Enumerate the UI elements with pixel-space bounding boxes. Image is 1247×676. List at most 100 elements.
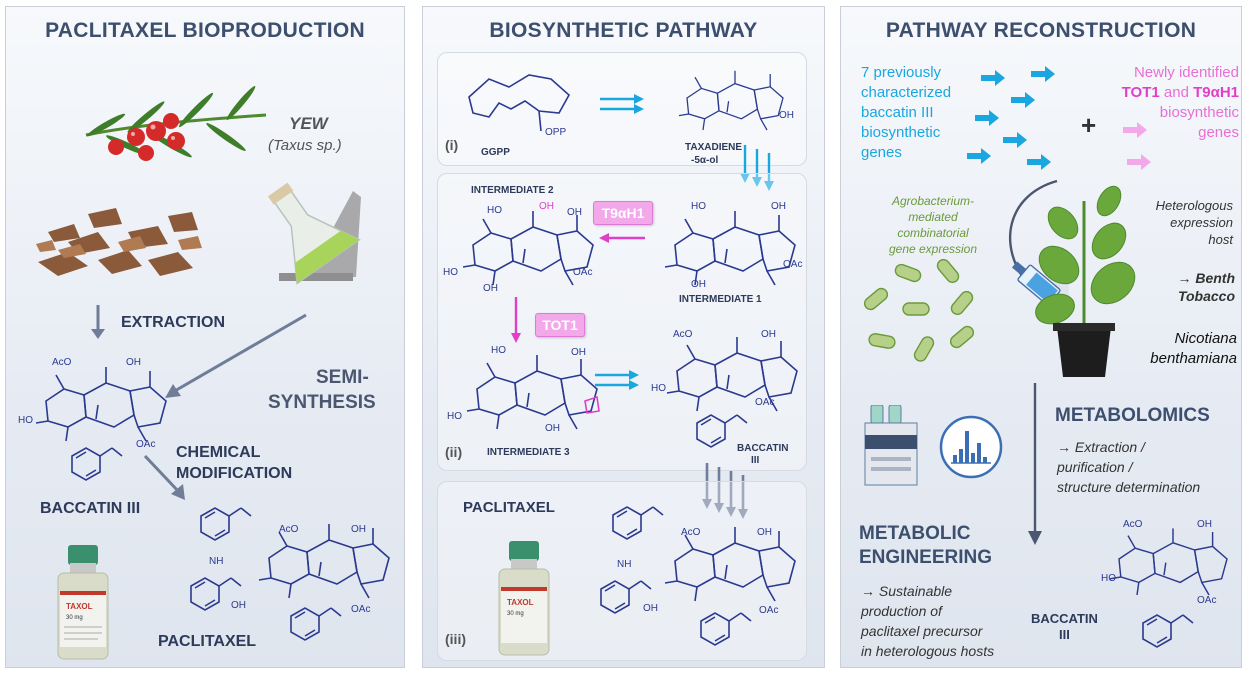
- sustain-line: production of: [861, 603, 942, 619]
- step-ii-arrows: [593, 369, 641, 392]
- lcms-instrument-icon: [864, 405, 918, 486]
- baccatin-label-ii-2: III: [751, 455, 760, 466]
- panel-title: BIOSYNTHETIC PATHWAY: [489, 19, 758, 42]
- vial-dose-text: 30 mg: [66, 615, 83, 621]
- svg-text:OAc: OAc: [755, 397, 774, 408]
- metab-step-line: purification /: [1057, 459, 1133, 475]
- plus-sign: +: [1081, 110, 1097, 140]
- semi-label-2: SYNTHESIS: [268, 392, 376, 413]
- engineering-label-2: ENGINEERING: [859, 547, 993, 568]
- new-genes-text: Newly identified TOT1 and T9αH1 biosynth…: [1103, 63, 1239, 143]
- known-genes-line: 7 previously: [861, 64, 942, 81]
- vial-brand-text: TAXOL: [66, 602, 93, 611]
- host-line: expression: [1170, 215, 1233, 230]
- chem-label-1: CHEMICAL: [176, 444, 261, 461]
- paclitaxel-molecule: NH OH AcO OH OAc: [190, 507, 390, 641]
- taxadiene-label-1: TAXADIENE: [685, 142, 743, 153]
- step-iii-label: (iii): [445, 631, 466, 647]
- svg-text:OH: OH: [567, 207, 582, 218]
- host-line: host: [1208, 232, 1233, 247]
- panel-reconstruction: PATHWAY RECONSTRUCTION 7 previously char…: [840, 6, 1242, 668]
- taxol-vial-image-iii: TAXOL 30 mg: [498, 541, 550, 656]
- vial-dose-text: 30 mg: [507, 611, 524, 617]
- step-i-label: (i): [445, 137, 459, 153]
- yew-label: YEW: [289, 114, 328, 133]
- modification-arrow: [143, 454, 185, 500]
- svg-text:OH: OH: [231, 600, 246, 611]
- svg-text:AcO: AcO: [681, 527, 701, 538]
- svg-text:NH: NH: [617, 559, 631, 570]
- opp-label: OPP: [545, 127, 566, 137]
- svg-text:OAc: OAc: [573, 267, 592, 278]
- baccatin-molecule: AcO OH HO OAc: [18, 357, 167, 481]
- baccatin-molecule-ii: AcO OH HO OAc: [651, 329, 798, 448]
- svg-text:OAc: OAc: [136, 439, 155, 450]
- intermediate-3-label: INTERMEDIATE 3: [487, 447, 570, 458]
- step-i-to-ii-arrows: [740, 145, 774, 191]
- t9ah1-gene: T9αH1: [1193, 84, 1239, 101]
- taxadiene-molecule: OH: [678, 70, 794, 131]
- svg-text:AcO: AcO: [673, 329, 693, 340]
- extraction-label: EXTRACTION: [121, 314, 225, 331]
- svg-text:AcO: AcO: [1123, 519, 1143, 530]
- and-text: and: [1159, 84, 1194, 101]
- t9ah1-arrow: [599, 233, 645, 243]
- metabolomics-label: METABOLOMICS: [1055, 405, 1210, 426]
- svg-text:OH: OH: [483, 283, 498, 294]
- svg-text:HO: HO: [487, 205, 502, 216]
- svg-text:HO: HO: [491, 345, 506, 356]
- semisynthesis-arrow: [165, 313, 307, 398]
- nicotiana-text: Nicotiana benthamiana: [1137, 329, 1237, 369]
- intermediate-1-molecule: HO OH OAc OH: [664, 201, 802, 290]
- metabolomics-steps-text: → Extraction / purification / structure …: [1057, 437, 1200, 497]
- svg-text:OH: OH: [545, 423, 560, 434]
- svg-text:HO: HO: [691, 201, 706, 212]
- svg-text:OH: OH: [126, 357, 141, 368]
- benth-line: → Benth: [1177, 270, 1235, 286]
- nico-line: benthamiana: [1150, 350, 1237, 367]
- yew-branch-image: [85, 86, 267, 161]
- taxol-vial-image: TAXOL 30 mg: [57, 545, 109, 660]
- svg-text:OAc: OAc: [1197, 595, 1216, 606]
- host-line: Heterologous: [1155, 198, 1233, 213]
- new-genes-line: biosynthetic: [1159, 104, 1239, 121]
- known-genes-line: baccatin III: [861, 104, 934, 121]
- agro-line: combinatorial: [897, 226, 969, 240]
- svg-text:OH: OH: [539, 201, 554, 212]
- svg-text:HO: HO: [447, 411, 462, 422]
- tot1-gene: TOT1: [1121, 84, 1160, 101]
- svg-text:HO: HO: [651, 383, 666, 394]
- benth-text: → Benth Tobacco: [1137, 269, 1235, 305]
- nico-line: Nicotiana: [1174, 330, 1237, 347]
- baccatin-molecule-3: AcO OH HO OAc: [1101, 519, 1228, 648]
- sustain-line: → Sustainable: [861, 583, 953, 599]
- svg-text:OH: OH: [779, 110, 794, 121]
- tobacco-plant-image: [1035, 185, 1136, 377]
- t9ah1-enzyme-badge: T9αH1: [593, 201, 653, 225]
- semi-label-1: SEMI-: [316, 367, 369, 388]
- agrobacterium-text: Agrobacterium- mediated combinatorial ge…: [869, 193, 997, 257]
- svg-text:AcO: AcO: [52, 357, 72, 368]
- taxus-label: (Taxus sp.): [268, 137, 342, 154]
- agro-line: gene expression: [888, 242, 978, 256]
- engineering-label-1: METABOLIC: [859, 523, 971, 544]
- taxadiene-label-2: -5α-ol: [691, 155, 719, 166]
- known-genes-text: 7 previously characterized baccatin III …: [861, 63, 951, 163]
- svg-text:OAc: OAc: [783, 259, 802, 270]
- svg-text:HO: HO: [443, 267, 458, 278]
- metabolomics-arrow: [1028, 383, 1042, 545]
- svg-text:OH: OH: [643, 603, 658, 614]
- paclitaxel-label-iii: PACLITAXEL: [463, 499, 555, 516]
- baccatin-label: BACCATIN III: [40, 500, 141, 517]
- panel-bioproduction: PACLITAXEL BIOPRODUCTION YEW (Taxus sp.): [5, 6, 405, 668]
- step-ii-label: (ii): [445, 444, 463, 460]
- new-genes-line: genes: [1198, 124, 1239, 141]
- sustain-line: in heterologous hosts: [861, 643, 995, 659]
- agro-line: mediated: [908, 210, 958, 224]
- known-genes-line: characterized: [861, 84, 952, 101]
- svg-text:NH: NH: [209, 556, 223, 567]
- chem-label-2: MODIFICATION: [176, 465, 293, 482]
- svg-text:OH: OH: [351, 524, 366, 535]
- new-gene-arrows: [1123, 122, 1151, 170]
- extraction-arrow: [91, 305, 105, 339]
